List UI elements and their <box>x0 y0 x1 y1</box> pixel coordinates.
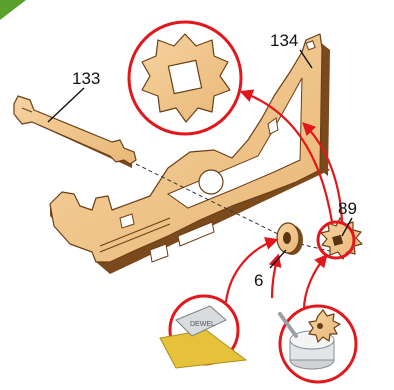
label-133: 133 <box>72 69 100 88</box>
arrow-glue-to-hub <box>226 240 276 302</box>
glue-callout: DEWEL <box>160 296 246 368</box>
hub-part <box>277 223 303 255</box>
label-134: 134 <box>270 31 298 50</box>
label-6: 6 <box>254 271 263 290</box>
leader-133 <box>48 88 84 122</box>
corner-tab <box>0 0 26 20</box>
wax-callout <box>280 306 356 382</box>
rod-part <box>14 96 136 168</box>
label-89: 89 <box>338 199 357 218</box>
svg-text:DEWEL: DEWEL <box>190 321 215 328</box>
gear-detail-callout <box>129 22 241 134</box>
arrow-wax-to-gear <box>304 256 326 310</box>
leader-6 <box>270 250 286 268</box>
